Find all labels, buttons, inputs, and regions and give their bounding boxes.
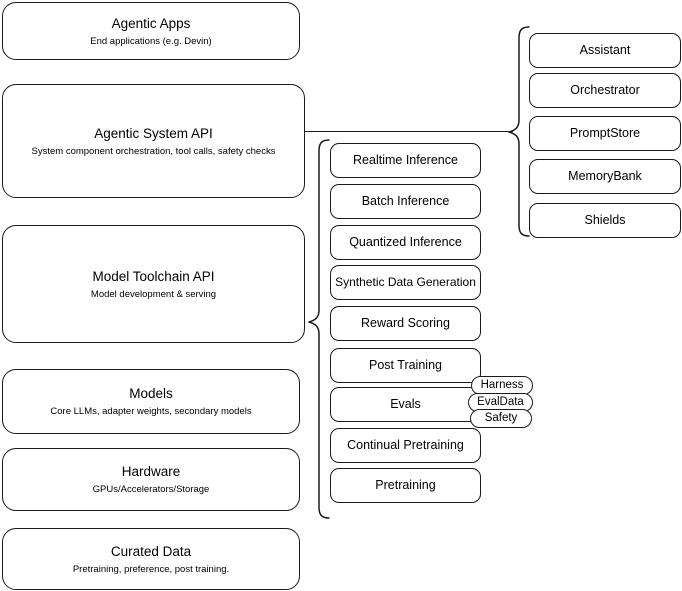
toolchain-label: Post Training	[369, 358, 442, 372]
toolchain-box-continual-pretraining[interactable]: Continual Pretraining	[330, 428, 481, 463]
eval-pill-label: Harness	[480, 379, 524, 391]
layer-subtitle: Pretraining, preference, post training.	[72, 563, 230, 575]
system-component-label: Assistant	[579, 43, 631, 57]
toolchain-label: Evals	[390, 397, 421, 411]
layer-title: Curated Data	[110, 543, 192, 559]
system-component-label: Orchestrator	[570, 83, 640, 97]
toolchain-box-synthetic-data-generation[interactable]: Synthetic Data Generation	[330, 265, 481, 300]
eval-pill-label: Safety	[484, 412, 518, 424]
layer-subtitle: Model development & serving	[90, 288, 217, 300]
layer-box-curated-data[interactable]: Curated Data Pretraining, preference, po…	[2, 528, 300, 590]
toolchain-box-batch-inference[interactable]: Batch Inference	[330, 184, 481, 219]
toolchain-label: Pretraining	[375, 478, 436, 492]
system-component-box-promptstore[interactable]: PromptStore	[529, 116, 681, 151]
layer-title: Model Toolchain API	[92, 268, 215, 284]
layer-subtitle: End applications (e.g. Devin)	[90, 35, 212, 47]
layer-box-agentic-system-api[interactable]: Agentic System API System component orch…	[2, 84, 305, 198]
eval-pill-evaldata[interactable]: EvalData	[468, 393, 533, 412]
brace-agentic-system-components	[505, 25, 531, 240]
layer-title: Agentic System API	[94, 125, 213, 141]
toolchain-box-reward-scoring[interactable]: Reward Scoring	[330, 306, 481, 341]
system-component-label: Shields	[584, 213, 626, 227]
toolchain-box-realtime-inference[interactable]: Realtime Inference	[330, 143, 481, 178]
layer-title: Agentic Apps	[111, 15, 191, 31]
system-component-box-memorybank[interactable]: MemoryBank	[529, 159, 681, 194]
toolchain-box-evals[interactable]: Evals	[330, 387, 481, 422]
system-component-box-assistant[interactable]: Assistant	[529, 33, 681, 68]
connector-line-system-api-to-components	[305, 131, 513, 133]
system-component-box-shields[interactable]: Shields	[529, 203, 681, 238]
eval-pill-label: EvalData	[477, 396, 524, 408]
toolchain-box-pretraining[interactable]: Pretraining	[330, 468, 481, 503]
toolchain-label: Batch Inference	[361, 194, 450, 208]
layer-subtitle: Core LLMs, adapter weights, secondary mo…	[50, 406, 252, 417]
toolchain-label: Quantized Inference	[349, 235, 462, 249]
layer-box-models[interactable]: Models Core LLMs, adapter weights, secon…	[2, 369, 300, 434]
layer-box-hardware[interactable]: Hardware GPUs/Accelerators/Storage	[2, 448, 300, 511]
toolchain-label: Synthetic Data Generation	[335, 275, 476, 289]
brace-model-toolchain	[305, 138, 331, 520]
system-component-label: PromptStore	[569, 126, 641, 140]
layer-subtitle: System component orchestration, tool cal…	[31, 145, 276, 157]
eval-pill-safety[interactable]: Safety	[470, 409, 532, 428]
toolchain-box-quantized-inference[interactable]: Quantized Inference	[330, 225, 481, 260]
layer-subtitle: GPUs/Accelerators/Storage	[92, 484, 210, 495]
system-component-label: MemoryBank	[568, 169, 642, 183]
layer-title: Models	[129, 386, 173, 401]
toolchain-label: Continual Pretraining	[347, 438, 464, 452]
toolchain-label: Realtime Inference	[353, 153, 458, 167]
toolchain-label: Reward Scoring	[361, 316, 450, 330]
layer-title: Hardware	[121, 464, 181, 479]
toolchain-box-post-training[interactable]: Post Training	[330, 348, 481, 383]
system-component-box-orchestrator[interactable]: Orchestrator	[529, 73, 681, 108]
layer-box-agentic-apps[interactable]: Agentic Apps End applications (e.g. Devi…	[2, 2, 300, 60]
layer-box-model-toolchain-api[interactable]: Model Toolchain API Model development & …	[2, 225, 305, 343]
